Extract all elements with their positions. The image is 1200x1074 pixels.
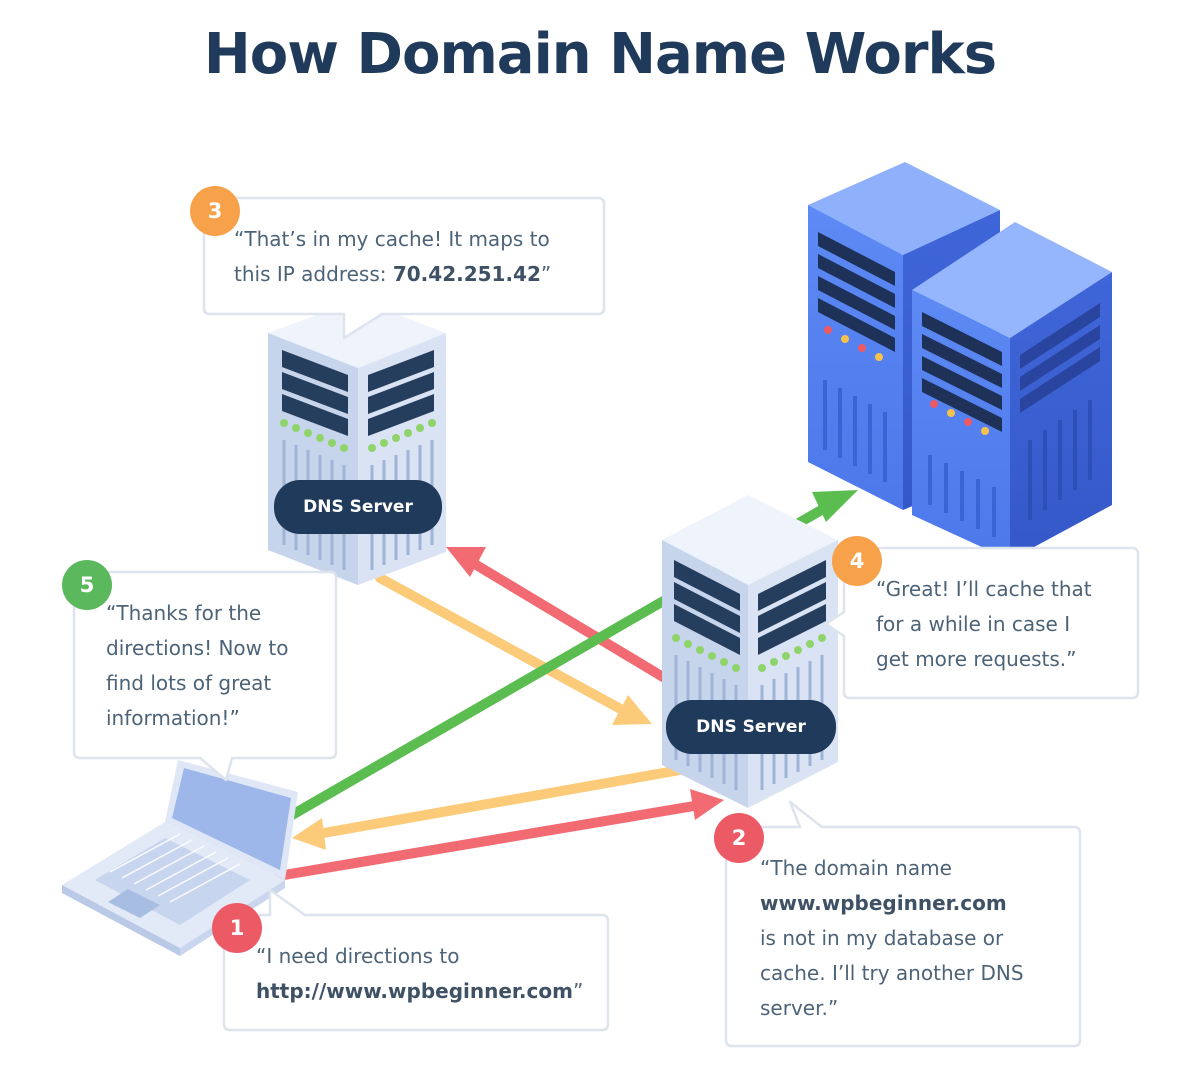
dns-server-label-top: DNS Server <box>274 480 442 534</box>
step-1-end: ” <box>572 979 584 1003</box>
step-4-line-2: for a while in case I <box>876 612 1071 636</box>
step-2-line-1: “The domain name <box>760 856 952 880</box>
step-1-line-1: “I need directions to <box>256 944 460 968</box>
step-5-line-3: find lots of great <box>106 671 272 695</box>
step-4-line-1: “Great! I’ll cache that <box>876 577 1092 601</box>
step-5-line-1: “Thanks for the <box>106 601 262 625</box>
step-1-text: “I need directions to http://www.wpbegin… <box>256 939 583 1009</box>
dns-server-icon-right <box>662 495 838 808</box>
step-2-line-5: server.” <box>760 996 839 1020</box>
arrow-laptop-to-right-server <box>273 789 724 881</box>
step-2-line-3: is not in my database or <box>760 926 1004 950</box>
step-4-line-3: get more requests.” <box>876 647 1077 671</box>
arrow-top-server-to-right-server <box>375 573 652 725</box>
step-badge-2: 2 <box>714 813 764 863</box>
step-badge-5: 5 <box>62 560 112 610</box>
step-3-line-1: “That’s in my cache! It maps to <box>234 227 550 251</box>
step-badge-4: 4 <box>832 536 882 586</box>
step-badge-3: 3 <box>190 186 240 236</box>
requested-url: http://www.wpbeginner.com <box>256 979 573 1003</box>
domain-name: www.wpbeginner.com <box>760 891 1007 915</box>
page-title: How Domain Name Works <box>203 22 997 87</box>
laptop-icon <box>62 760 298 956</box>
step-3-prefix: this IP address: <box>234 262 393 286</box>
step-3-text: “That’s in my cache! It maps to this IP … <box>234 222 551 292</box>
step-4-text: “Great! I’ll cache that for a while in c… <box>876 572 1092 677</box>
step-5-text: “Thanks for the directions! Now to find … <box>106 596 288 736</box>
step-5-line-4: information!” <box>106 706 240 730</box>
dns-server-icon-top <box>268 300 446 585</box>
step-badge-1: 1 <box>212 903 262 953</box>
step-2-text: “The domain name www.wpbeginner.com is n… <box>760 851 1024 1026</box>
web-server-icon <box>808 162 1112 560</box>
dns-server-label-right: DNS Server <box>666 700 836 754</box>
arrow-right-server-to-laptop <box>292 765 685 850</box>
step-5-line-2: directions! Now to <box>106 636 289 660</box>
step-2-line-4: cache. I’ll try another DNS <box>760 961 1024 985</box>
step-3-end: ” <box>540 262 552 286</box>
arrow-right-server-to-top-server <box>446 547 673 685</box>
ip-address: 70.42.251.42 <box>392 262 541 286</box>
